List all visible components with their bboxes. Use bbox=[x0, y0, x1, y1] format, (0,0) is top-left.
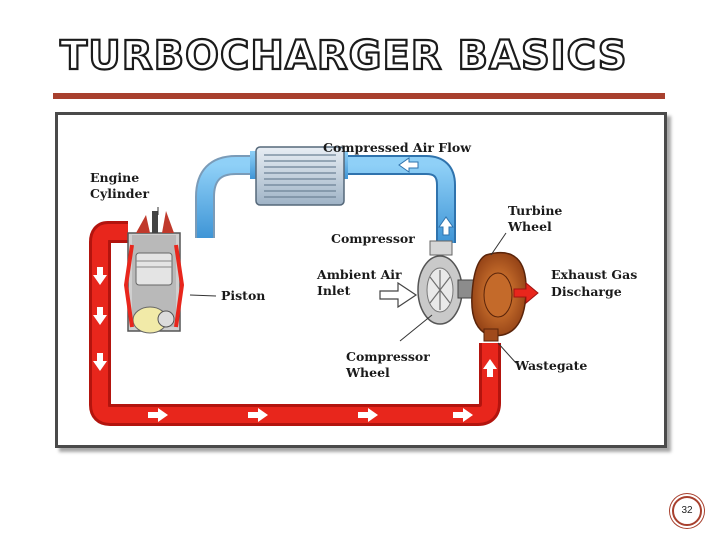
label-exhaust-gas-2: Discharge bbox=[551, 284, 622, 299]
label-engine-cylinder-1: Engine bbox=[90, 170, 139, 185]
page-number-badge: 32 bbox=[672, 496, 702, 526]
label-ambient-air-2: Inlet bbox=[317, 283, 351, 298]
label-compressor: Compressor bbox=[331, 231, 415, 246]
piston-pointer bbox=[189, 294, 217, 297]
label-piston: Piston bbox=[221, 288, 265, 303]
exhaust-gas-pipe bbox=[89, 221, 501, 426]
intake-flow-arrows bbox=[398, 157, 454, 236]
label-ambient-air-1: Ambient Air bbox=[316, 267, 402, 282]
label-compressor-wheel-1: Compressor bbox=[346, 349, 430, 364]
exhaust-discharge-arrow bbox=[513, 281, 539, 305]
label-wastegate: Wastegate bbox=[514, 358, 587, 373]
turbocharger-diagram: Compressed Air Flow Engine Cylinder Comp… bbox=[55, 112, 667, 448]
label-compressor-wheel-2: Wheel bbox=[345, 365, 390, 380]
slide-title: TURBOCHARGER BASICS bbox=[59, 33, 628, 79]
ambient-air-arrow bbox=[379, 281, 418, 309]
label-turbine-wheel-1: Turbine bbox=[508, 203, 562, 218]
label-engine-cylinder-2: Cylinder bbox=[90, 186, 149, 201]
engine-cylinder bbox=[123, 211, 185, 334]
intercooler bbox=[255, 146, 345, 206]
label-exhaust-gas-1: Exhaust Gas bbox=[551, 267, 637, 282]
title-divider bbox=[53, 93, 665, 99]
turbocharger bbox=[417, 240, 527, 342]
label-pointers bbox=[157, 207, 517, 364]
label-compressed-air-flow: Compressed Air Flow bbox=[323, 140, 472, 155]
label-turbine-wheel-2: Wheel bbox=[507, 219, 552, 234]
exhaust-flow-arrows bbox=[93, 267, 497, 422]
diagram-canvas: Compressed Air Flow Engine Cylinder Comp… bbox=[89, 140, 637, 426]
